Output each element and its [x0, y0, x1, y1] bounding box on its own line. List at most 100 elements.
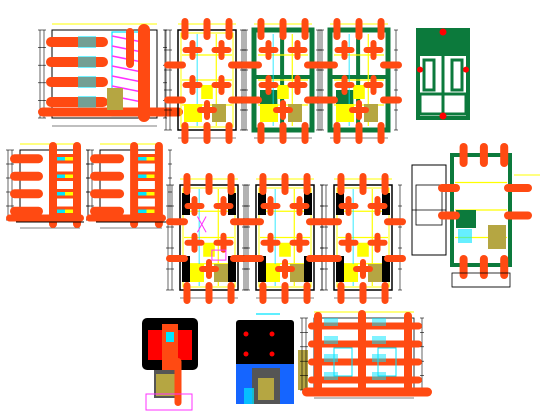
column-strip-v: [294, 75, 301, 95]
frame: [51, 29, 158, 119]
column-strip-h: [504, 184, 532, 192]
column-strip-v: [205, 282, 213, 304]
column-dot: [463, 66, 469, 73]
column-strip-v: [303, 173, 311, 195]
wall-fill: [304, 256, 312, 282]
wall-fill: [336, 256, 344, 282]
column-strip-v: [345, 232, 352, 253]
column-strip-v: [227, 173, 235, 195]
column-strip-v: [381, 282, 389, 304]
column-strip-v: [279, 122, 287, 144]
column-strip-h: [240, 96, 262, 104]
column-strip-h: [384, 218, 406, 226]
column-strip-v: [138, 24, 150, 122]
window: [146, 174, 155, 178]
window: [324, 336, 338, 344]
floor-slab: [90, 154, 125, 164]
window: [65, 192, 73, 196]
column-strip-v: [225, 18, 233, 40]
window: [324, 318, 338, 326]
column-strip-h: [166, 255, 188, 262]
plan-mid-1: [166, 173, 252, 304]
window: [137, 209, 148, 213]
column-strip-v: [333, 18, 341, 40]
column-strip-v: [356, 100, 362, 120]
column-strip-v: [183, 282, 191, 304]
room-fill: [184, 104, 202, 122]
room-fill: [298, 350, 308, 390]
window: [56, 157, 66, 161]
column-strip-v: [377, 122, 385, 144]
column-strip-v: [227, 282, 235, 304]
column-strip-v: [374, 196, 381, 216]
wall-fill: [236, 320, 294, 374]
stair-outline: [377, 347, 397, 377]
column-strip-h: [164, 61, 186, 69]
column-strip-v: [374, 232, 381, 253]
column-strip-h: [166, 218, 188, 226]
column-strip-h: [320, 255, 342, 262]
window: [146, 209, 155, 213]
room-fill: [488, 225, 506, 249]
window: [78, 36, 96, 48]
plan-mid-right: [411, 143, 540, 288]
wall-fill: [382, 256, 390, 282]
column-strip-v: [203, 18, 211, 40]
section-mid-left-2: [86, 142, 172, 229]
column-strip-v: [370, 40, 377, 60]
column-strip-v: [73, 142, 81, 228]
column-strip-h: [242, 255, 264, 262]
section-mid-left-1: [6, 142, 90, 229]
column-strip-v: [314, 312, 322, 396]
wall-fill: [258, 256, 266, 282]
column-strip-v: [404, 312, 412, 396]
window: [78, 96, 96, 108]
column-strip-v: [479, 255, 488, 279]
room-fill: [212, 104, 226, 122]
column-dot: [439, 28, 447, 36]
column-strip-h: [242, 218, 264, 226]
column-strip-v: [265, 75, 272, 95]
floor-slab: [90, 171, 125, 181]
floor-slab: [46, 57, 108, 67]
column-strip-v: [191, 232, 198, 253]
stair-fill: [156, 374, 176, 396]
column-strip-v: [280, 100, 286, 120]
column-strip-v: [174, 358, 182, 406]
window: [56, 192, 66, 196]
floor-slab: [46, 37, 108, 47]
column-strip-v: [359, 282, 367, 304]
window: [78, 56, 96, 68]
room-fill: [364, 104, 378, 122]
room-fill: [203, 242, 215, 257]
foundation: [302, 387, 432, 397]
column-strip-v: [265, 40, 272, 60]
column-strip-v: [377, 18, 385, 40]
column-strip-v: [355, 18, 363, 40]
column-strip-v: [130, 142, 139, 228]
column-strip-h: [380, 61, 402, 69]
stair-line: [111, 85, 143, 93]
column-strip-v: [500, 255, 509, 279]
window: [137, 192, 148, 196]
room-fill: [353, 85, 365, 99]
column-strip-h: [438, 184, 460, 192]
window: [324, 372, 338, 380]
room-fill: [201, 85, 213, 99]
room-fill: [148, 330, 162, 360]
window: [372, 318, 386, 326]
column-strip-v: [267, 232, 274, 253]
column-strip-v: [154, 142, 163, 228]
column-strip-h: [240, 61, 262, 69]
elevation-top-left: [38, 23, 183, 127]
column-strip-v: [359, 173, 367, 195]
room-fill: [357, 242, 369, 257]
column-strip-v: [337, 173, 345, 195]
column-strip-v: [203, 122, 211, 144]
column-strip-v: [360, 259, 366, 279]
window: [146, 157, 155, 161]
column-strip-h: [320, 218, 342, 226]
section-bottom-right: [300, 310, 432, 399]
column-strip-v: [183, 173, 191, 195]
